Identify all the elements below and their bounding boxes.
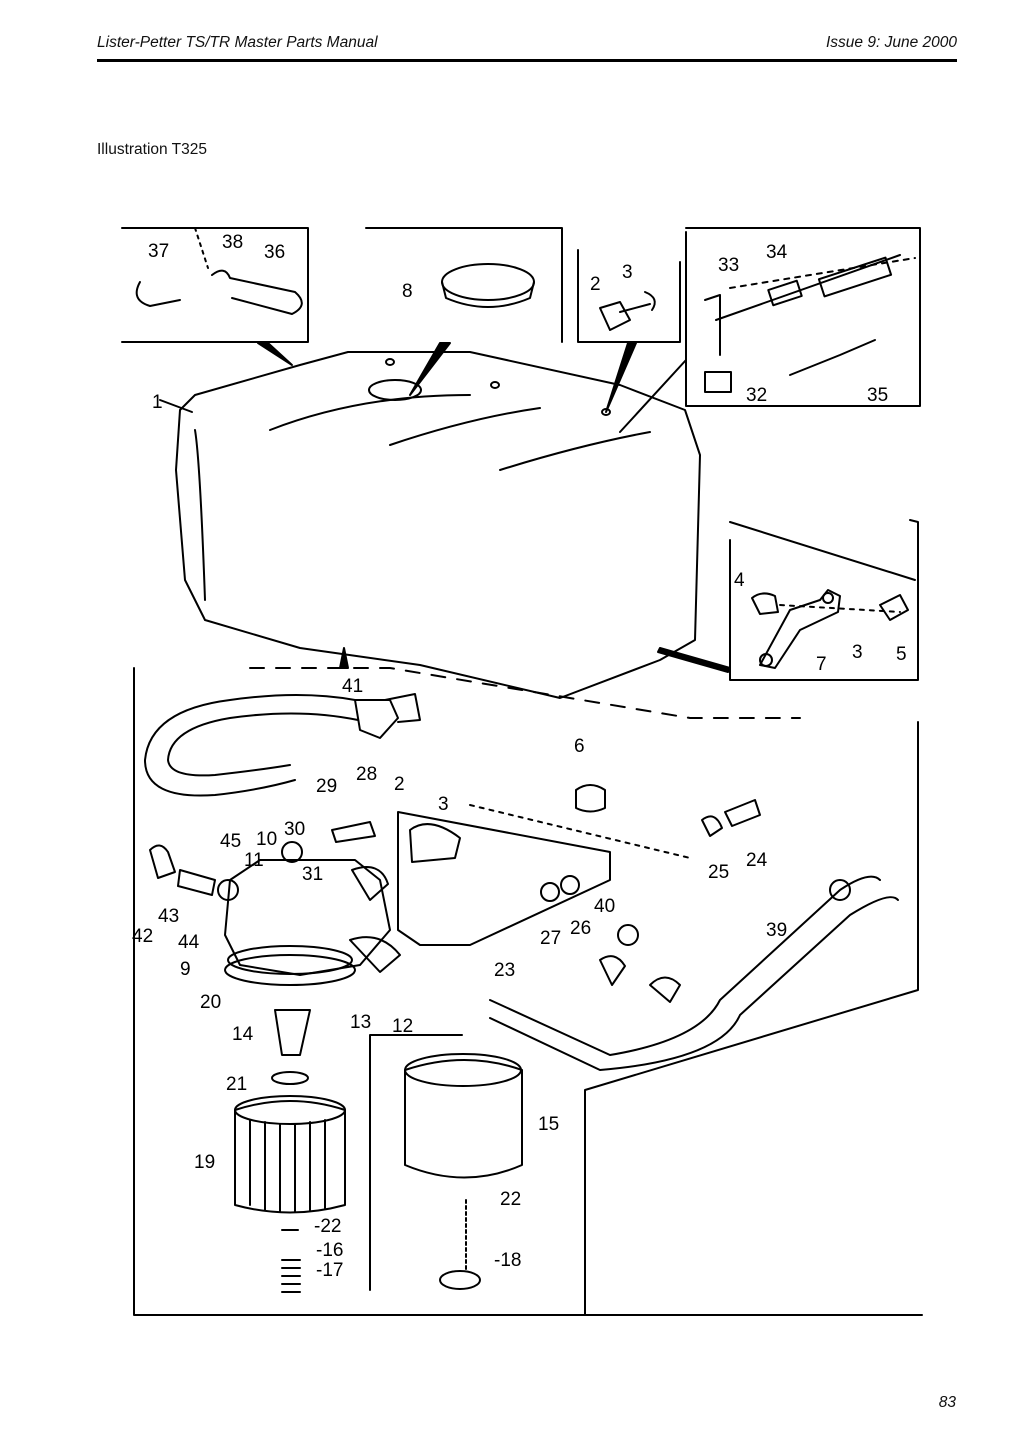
header-rule [97, 59, 957, 62]
tank-bracket [759, 589, 841, 669]
callout-c12: 12 [392, 1016, 413, 1037]
callout-c16: -16 [316, 1240, 343, 1261]
callout-c38: 38 [222, 232, 243, 253]
callout-c32: 32 [746, 385, 767, 406]
callout-c20: 20 [200, 992, 221, 1013]
leader-arrow [257, 342, 293, 366]
inset-box-hose-clip [121, 227, 309, 343]
callout-c37: 37 [148, 241, 169, 262]
callout-c9: 9 [180, 959, 191, 980]
callout-c21: 21 [226, 1074, 247, 1095]
callout-c33: 33 [718, 255, 739, 276]
callout-c44: 44 [178, 932, 200, 953]
filter-head [224, 859, 391, 976]
callout-c7: 7 [816, 654, 827, 675]
callout-c26: 26 [570, 918, 591, 939]
filler-cap [441, 263, 535, 301]
issue-date: Issue 9: June 2000 [826, 34, 957, 51]
page-number: 83 [938, 1394, 956, 1411]
callout-c31: 31 [302, 864, 323, 885]
leader-arrow [605, 342, 637, 413]
return-hose [489, 875, 881, 1056]
callout-c14: 14 [232, 1024, 254, 1045]
callout-c13: 13 [350, 1012, 371, 1033]
callout-c39: 39 [766, 920, 787, 941]
callout-c8: 8 [402, 281, 413, 302]
callout-c27: 27 [540, 928, 561, 949]
callout-c43: 43 [158, 906, 179, 927]
callout-c5: 5 [896, 644, 907, 665]
callout-c3c: 3 [438, 794, 449, 815]
callout-c19: 19 [194, 1152, 215, 1173]
mounting-plate [397, 811, 611, 946]
callout-c3a: 3 [622, 262, 633, 283]
filter-element [234, 1100, 346, 1214]
callout-c22a: 22 [500, 1189, 521, 1210]
callout-c15: 15 [538, 1114, 559, 1135]
callout-c11: 11 [244, 850, 264, 871]
fuel-hose [144, 694, 356, 797]
illustration-caption: Illustration T325 [97, 141, 207, 158]
callout-c36: 36 [264, 242, 285, 263]
callout-c1: 1 [152, 392, 163, 413]
callout-c10: 10 [256, 829, 277, 850]
callout-c18: -18 [494, 1250, 521, 1271]
callout-c45: 45 [220, 831, 241, 852]
callout-c24: 24 [746, 850, 768, 871]
callout-c6: 6 [574, 736, 585, 757]
callout-c41: 41 [342, 676, 363, 697]
callout-c2b: 2 [394, 774, 405, 795]
callout-c25: 25 [708, 862, 729, 883]
filter-bowl [404, 1059, 523, 1179]
fuel-tank [175, 351, 701, 699]
callout-c2a: 2 [590, 274, 601, 295]
inset-box-filler-cap [365, 227, 563, 343]
callout-c3b: 3 [852, 642, 863, 663]
callout-c35: 35 [867, 385, 888, 406]
callout-c30: 30 [284, 819, 305, 840]
leader-arrow [409, 342, 451, 396]
callout-c22b: -22 [314, 1216, 341, 1237]
callout-c28: 28 [356, 764, 377, 785]
callout-c29: 29 [316, 776, 337, 797]
callout-c42: 42 [132, 926, 153, 947]
callout-c4: 4 [734, 570, 745, 591]
callout-c40: 40 [594, 896, 615, 917]
callout-c23: 23 [494, 960, 515, 981]
inset-box-sender [685, 227, 921, 407]
callout-c17: -17 [316, 1260, 343, 1281]
manual-title: Lister-Petter TS/TR Master Parts Manual [97, 34, 378, 51]
callout-c34: 34 [766, 242, 788, 263]
